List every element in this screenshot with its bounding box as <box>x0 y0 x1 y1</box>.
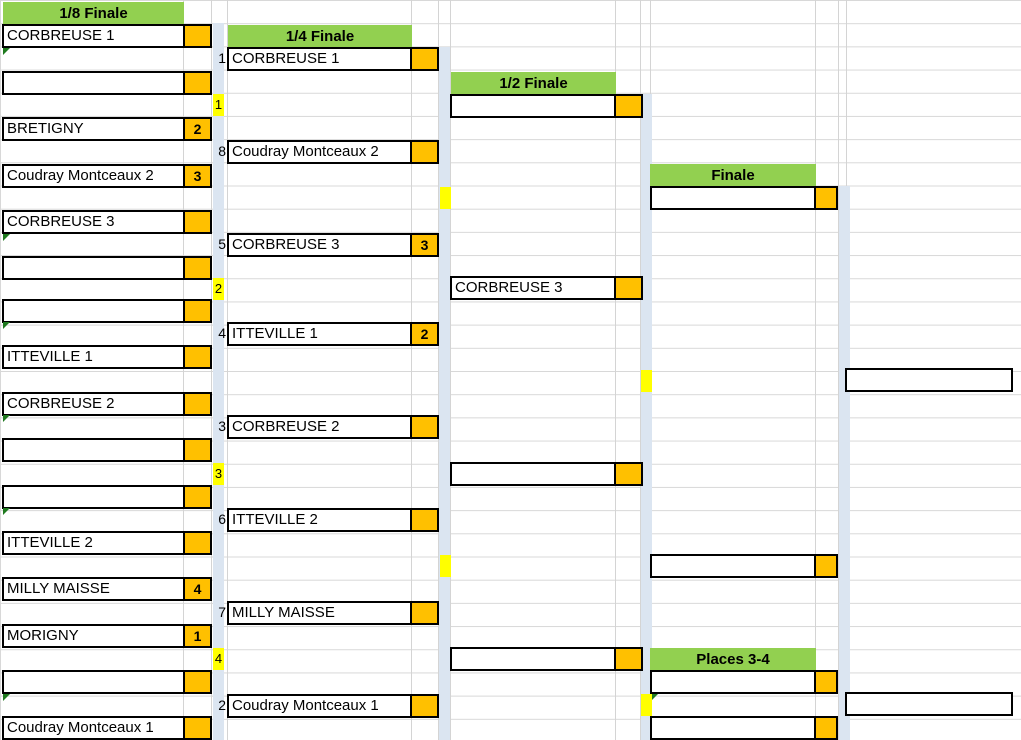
comment-marker <box>3 694 10 701</box>
qf-score-cell[interactable] <box>410 601 439 625</box>
r16-team-cell[interactable]: CORBREUSE 1 <box>2 24 185 48</box>
r16-score-cell[interactable]: 4 <box>183 577 212 601</box>
sf-match-marker <box>440 187 451 209</box>
round-header-final: Finale <box>650 164 816 186</box>
sf-score-cell[interactable] <box>614 94 643 118</box>
bracket-connector <box>839 186 850 740</box>
third-place-team-cell[interactable] <box>650 670 816 694</box>
comment-marker <box>3 508 10 515</box>
sf-score-cell[interactable] <box>614 647 643 671</box>
qf-team-cell[interactable]: Coudray Montceaux 2 <box>227 140 413 164</box>
final-score-cell[interactable] <box>814 186 838 210</box>
qf-seed: 5 <box>218 236 226 252</box>
r16-score-cell[interactable]: 1 <box>183 624 212 648</box>
comment-marker <box>3 415 10 422</box>
qf-score-cell[interactable] <box>410 508 439 532</box>
r16-score-cell[interactable]: 3 <box>183 164 212 188</box>
qf-match-marker: 4 <box>213 648 224 670</box>
qf-score-cell[interactable] <box>410 140 439 164</box>
third-place-score-cell[interactable] <box>814 716 838 740</box>
round-header-third-place: Places 3-4 <box>650 648 816 670</box>
third-place-score-cell[interactable] <box>814 670 838 694</box>
round-header-r16: 1/8 Finale <box>3 2 184 24</box>
r16-team-cell[interactable]: Coudray Montceaux 1 <box>2 716 185 740</box>
sf-score-cell[interactable] <box>614 462 643 486</box>
qf-seed: 4 <box>218 325 226 341</box>
final-score-cell[interactable] <box>814 554 838 578</box>
qf-seed: 3 <box>218 418 226 434</box>
r16-score-cell[interactable] <box>183 716 212 740</box>
r16-team-cell[interactable]: BRETIGNY <box>2 117 185 141</box>
r16-score-cell[interactable] <box>183 24 212 48</box>
r16-team-cell[interactable]: MILLY MAISSE <box>2 577 185 601</box>
sf-team-cell[interactable] <box>450 462 617 486</box>
qf-score-cell[interactable] <box>410 47 439 71</box>
final-match-marker <box>641 370 652 392</box>
r16-score-cell[interactable] <box>183 345 212 369</box>
qf-seed: 8 <box>218 143 226 159</box>
r16-team-cell[interactable] <box>2 256 185 280</box>
r16-team-cell[interactable]: ITTEVILLE 2 <box>2 531 185 555</box>
comment-marker <box>3 322 10 329</box>
comment-marker <box>651 694 658 701</box>
comment-marker <box>3 234 10 241</box>
r16-team-cell[interactable] <box>2 438 185 462</box>
qf-team-cell[interactable]: CORBREUSE 3 <box>227 233 413 257</box>
r16-score-cell[interactable] <box>183 71 212 95</box>
r16-team-cell[interactable]: Coudray Montceaux 2 <box>2 164 185 188</box>
final-team-cell[interactable] <box>650 554 816 578</box>
r16-team-cell[interactable] <box>2 299 185 323</box>
sf-match-marker <box>440 555 451 577</box>
final-team-cell[interactable] <box>650 186 816 210</box>
r16-score-cell[interactable]: 2 <box>183 117 212 141</box>
r16-score-cell[interactable] <box>183 299 212 323</box>
r16-team-cell[interactable]: CORBREUSE 3 <box>2 210 185 234</box>
sf-team-cell[interactable] <box>450 647 617 671</box>
qf-score-cell[interactable] <box>410 415 439 439</box>
qf-team-cell[interactable]: CORBREUSE 1 <box>227 47 413 71</box>
qf-seed: 6 <box>218 511 226 527</box>
sf-team-cell[interactable]: CORBREUSE 3 <box>450 276 617 300</box>
comment-marker <box>3 48 10 55</box>
bracket-connector <box>641 94 652 740</box>
third-place-team-cell[interactable] <box>650 716 816 740</box>
bracket-connector <box>439 47 450 740</box>
round-header-sf: 1/2 Finale <box>451 72 616 94</box>
r16-team-cell[interactable]: CORBREUSE 2 <box>2 392 185 416</box>
qf-seed: 2 <box>218 697 226 713</box>
r16-score-cell[interactable] <box>183 670 212 694</box>
champion-cell[interactable] <box>845 368 1013 392</box>
r16-team-cell[interactable] <box>2 485 185 509</box>
r16-team-cell[interactable]: ITTEVILLE 1 <box>2 345 185 369</box>
r16-score-cell[interactable] <box>183 531 212 555</box>
bracket-connector <box>213 23 224 740</box>
qf-seed: 7 <box>218 604 226 620</box>
qf-score-cell[interactable]: 2 <box>410 322 439 346</box>
r16-team-cell[interactable]: MORIGNY <box>2 624 185 648</box>
third-place-winner-cell[interactable] <box>845 692 1013 716</box>
r16-team-cell[interactable] <box>2 71 185 95</box>
r16-score-cell[interactable] <box>183 392 212 416</box>
r16-score-cell[interactable] <box>183 485 212 509</box>
r16-score-cell[interactable] <box>183 256 212 280</box>
qf-team-cell[interactable]: ITTEVILLE 2 <box>227 508 413 532</box>
r16-score-cell[interactable] <box>183 210 212 234</box>
r16-team-cell[interactable] <box>2 670 185 694</box>
qf-match-marker: 3 <box>213 463 224 485</box>
qf-match-marker: 2 <box>213 278 224 300</box>
qf-score-cell[interactable]: 3 <box>410 233 439 257</box>
final-match-marker <box>641 694 652 716</box>
qf-team-cell[interactable]: CORBREUSE 2 <box>227 415 413 439</box>
qf-team-cell[interactable]: Coudray Montceaux 1 <box>227 694 413 718</box>
r16-score-cell[interactable] <box>183 438 212 462</box>
sf-score-cell[interactable] <box>614 276 643 300</box>
qf-team-cell[interactable]: ITTEVILLE 1 <box>227 322 413 346</box>
round-header-qf: 1/4 Finale <box>228 25 412 47</box>
qf-match-marker: 1 <box>213 94 224 116</box>
qf-score-cell[interactable] <box>410 694 439 718</box>
qf-seed: 1 <box>218 50 226 66</box>
sf-team-cell[interactable] <box>450 94 617 118</box>
qf-team-cell[interactable]: MILLY MAISSE <box>227 601 413 625</box>
